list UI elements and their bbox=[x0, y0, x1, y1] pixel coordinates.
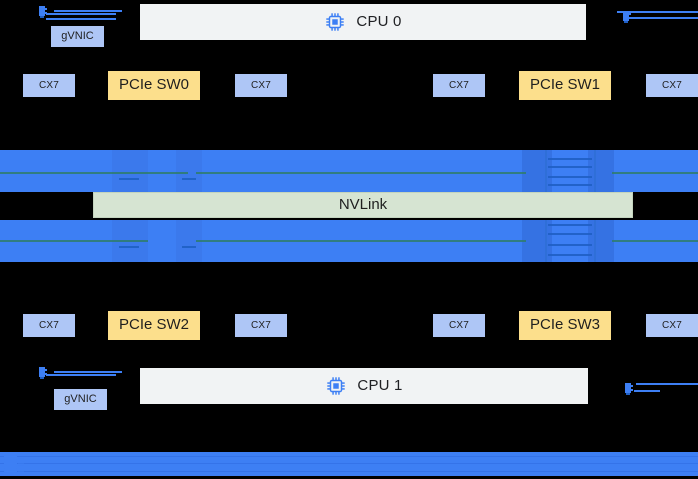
cx7-box-6[interactable]: CX7 bbox=[433, 314, 485, 337]
gpu-tile bbox=[522, 220, 552, 262]
nic-wire bbox=[54, 10, 122, 12]
cx7-box-7[interactable]: CX7 bbox=[646, 314, 698, 337]
cpu-chip-icon bbox=[325, 375, 347, 397]
gpu-trace bbox=[548, 224, 592, 226]
pcie-switch-label: PCIe SW3 bbox=[529, 316, 601, 334]
gpu-trace bbox=[548, 254, 592, 256]
gvnic-label: gVNIC bbox=[61, 30, 94, 43]
nvlink-trace bbox=[196, 240, 526, 242]
band-stripe bbox=[0, 471, 698, 472]
cx7-label: CX7 bbox=[661, 320, 683, 331]
gvnic-box-1[interactable]: gVNIC bbox=[54, 389, 107, 410]
network-card-icon-top-left bbox=[38, 3, 122, 19]
network-card-icon bbox=[38, 3, 54, 19]
nic-wire-top-left-3 bbox=[46, 18, 116, 20]
gpu-tile bbox=[112, 150, 148, 192]
nic-wire-top-right-2 bbox=[630, 17, 698, 19]
cx7-label: CX7 bbox=[250, 80, 272, 91]
network-card-icon-bottom-left bbox=[38, 364, 122, 380]
nic-wire bbox=[54, 371, 122, 373]
nvlink-label: NVLink bbox=[338, 195, 388, 213]
gpu-tile bbox=[588, 220, 614, 262]
cpu-box-1[interactable]: CPU 1 bbox=[140, 368, 588, 404]
band-stripe bbox=[0, 456, 698, 457]
gpu-row-top bbox=[0, 150, 698, 192]
cx7-box-3[interactable]: CX7 bbox=[646, 74, 698, 97]
nic-wire-bottom-right-2 bbox=[634, 390, 660, 392]
cx7-label: CX7 bbox=[38, 320, 60, 331]
gpu-divider bbox=[594, 150, 596, 192]
nic-wire-bottom-left-2 bbox=[46, 374, 116, 376]
nvlink-box[interactable]: NVLink bbox=[93, 192, 633, 218]
gpu-trace bbox=[182, 246, 196, 248]
nvlink-trace bbox=[612, 172, 698, 174]
gpu-trace bbox=[548, 233, 592, 235]
nic-wire-top-left-2 bbox=[46, 13, 116, 15]
cx7-label: CX7 bbox=[661, 80, 683, 91]
cx7-box-5[interactable]: CX7 bbox=[235, 314, 287, 337]
gpu-trace bbox=[548, 158, 592, 160]
gpu-trace bbox=[548, 166, 592, 168]
gpu-trace bbox=[548, 176, 592, 178]
cx7-label: CX7 bbox=[250, 320, 272, 331]
cx7-label: CX7 bbox=[38, 80, 60, 91]
nvlink-trace bbox=[148, 172, 188, 174]
pcie-switch-label: PCIe SW1 bbox=[529, 76, 601, 94]
cx7-label: CX7 bbox=[448, 320, 470, 331]
gpu-divider bbox=[545, 150, 547, 192]
nvlink-trace bbox=[612, 240, 698, 242]
pcie-switch-box-2[interactable]: PCIe SW2 bbox=[108, 311, 200, 340]
gvnic-box-0[interactable]: gVNIC bbox=[51, 26, 104, 47]
gpu-divider bbox=[545, 220, 547, 262]
cpu-label-1: CPU 1 bbox=[357, 376, 403, 394]
pcie-switch-box-3[interactable]: PCIe SW3 bbox=[519, 311, 611, 340]
gpu-trace bbox=[119, 246, 139, 248]
gpu-trace bbox=[119, 178, 139, 180]
gpu-tile bbox=[588, 150, 614, 192]
gpu-tile bbox=[176, 150, 202, 192]
cpu-label-0: CPU 0 bbox=[356, 12, 402, 30]
band-stripe bbox=[0, 463, 698, 464]
network-card-icon bbox=[38, 364, 54, 380]
nvlink-trace bbox=[196, 172, 526, 174]
pcie-switch-box-1[interactable]: PCIe SW1 bbox=[519, 71, 611, 100]
network-card-icon bbox=[624, 380, 640, 396]
gpu-trace bbox=[548, 244, 592, 246]
gpu-trace bbox=[182, 178, 196, 180]
cx7-box-1[interactable]: CX7 bbox=[235, 74, 287, 97]
network-switch-icon-wrap bbox=[2, 452, 26, 476]
cx7-box-0[interactable]: CX7 bbox=[23, 74, 75, 97]
bottom-network-band bbox=[0, 452, 698, 476]
cpu-box-0[interactable]: CPU 0 bbox=[140, 4, 586, 40]
cx7-box-4[interactable]: CX7 bbox=[23, 314, 75, 337]
gpu-divider bbox=[594, 220, 596, 262]
gpu-trace bbox=[548, 184, 592, 186]
cx7-label: CX7 bbox=[448, 80, 470, 91]
network-card-icon-bottom-right bbox=[624, 380, 640, 396]
pcie-switch-label: PCIe SW2 bbox=[118, 316, 190, 334]
nic-wire-bottom-right-1 bbox=[636, 383, 698, 385]
cx7-box-2[interactable]: CX7 bbox=[433, 74, 485, 97]
nvlink-trace bbox=[0, 240, 148, 242]
pcie-switch-label: PCIe SW0 bbox=[118, 76, 190, 94]
nvlink-trace bbox=[0, 172, 148, 174]
gpu-tile bbox=[522, 150, 552, 192]
pcie-switch-box-0[interactable]: PCIe SW0 bbox=[108, 71, 200, 100]
gvnic-label: gVNIC bbox=[64, 393, 97, 406]
cpu-chip-icon bbox=[324, 11, 346, 33]
nic-wire-top-right-1 bbox=[617, 11, 698, 13]
gpu-row-bottom bbox=[0, 220, 698, 262]
network-switch-icon bbox=[2, 452, 26, 476]
